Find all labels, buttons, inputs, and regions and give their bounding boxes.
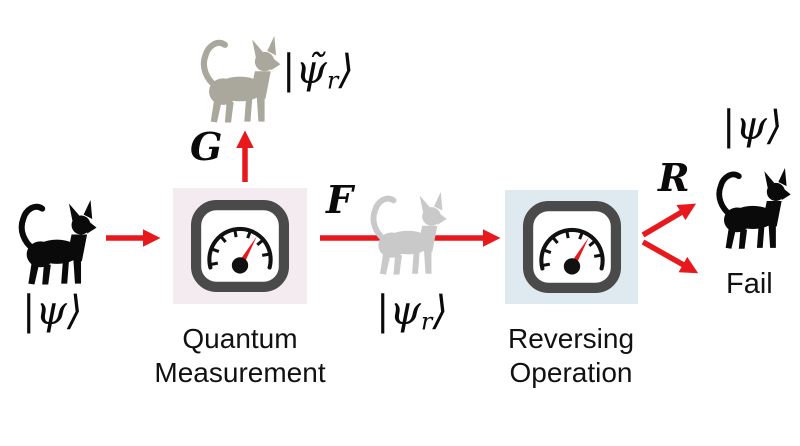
measurement-gauge-icon — [188, 198, 292, 294]
reversal-success-arrow — [641, 203, 697, 238]
reversing-operation-caption: Reversing Operation — [451, 322, 691, 390]
input-cat-icon — [12, 190, 100, 288]
input-state-label: |ψ⟩ — [22, 288, 83, 334]
recovered-state-post: ⟩ — [338, 47, 354, 93]
reversing-gauge-icon — [520, 199, 624, 295]
quantum-measurement-caption-line2: Measurement — [154, 357, 326, 388]
recovered-state-sub: r — [326, 66, 339, 95]
post-measurement-cat-icon — [364, 178, 450, 278]
quantum-measurement-caption-line1: Quantum — [182, 323, 298, 354]
quantum-measurement-caption: Quantum Measurement — [120, 322, 360, 390]
quantum-measurement-box — [173, 188, 307, 304]
operator-f-label: F — [326, 177, 353, 222]
post-measurement-state-sub: r — [420, 307, 433, 336]
reversing-operation-box — [505, 190, 638, 304]
reversal-fail-arrow — [641, 239, 699, 274]
post-measurement-state-label: |ψr⟩ — [376, 288, 448, 334]
operator-r-label: R — [658, 155, 690, 200]
recovered-state-pre: |ψ̃ — [282, 47, 327, 93]
reversing-operation-caption-line1: Reversing — [507, 323, 635, 354]
recovered-state-label: |ψ̃r⟩ — [282, 47, 354, 93]
post-measurement-state-post: ⟩ — [432, 288, 448, 334]
output-cat-icon — [710, 156, 794, 252]
reversing-operation-caption-line2: Operation — [509, 357, 633, 388]
recovered-cat-icon — [194, 28, 284, 126]
output-state-label: |ψ⟩ — [722, 103, 783, 149]
operator-g-label: G — [190, 124, 223, 169]
fail-label: Fail — [726, 268, 773, 300]
post-measurement-state-pre: |ψ — [376, 288, 421, 334]
